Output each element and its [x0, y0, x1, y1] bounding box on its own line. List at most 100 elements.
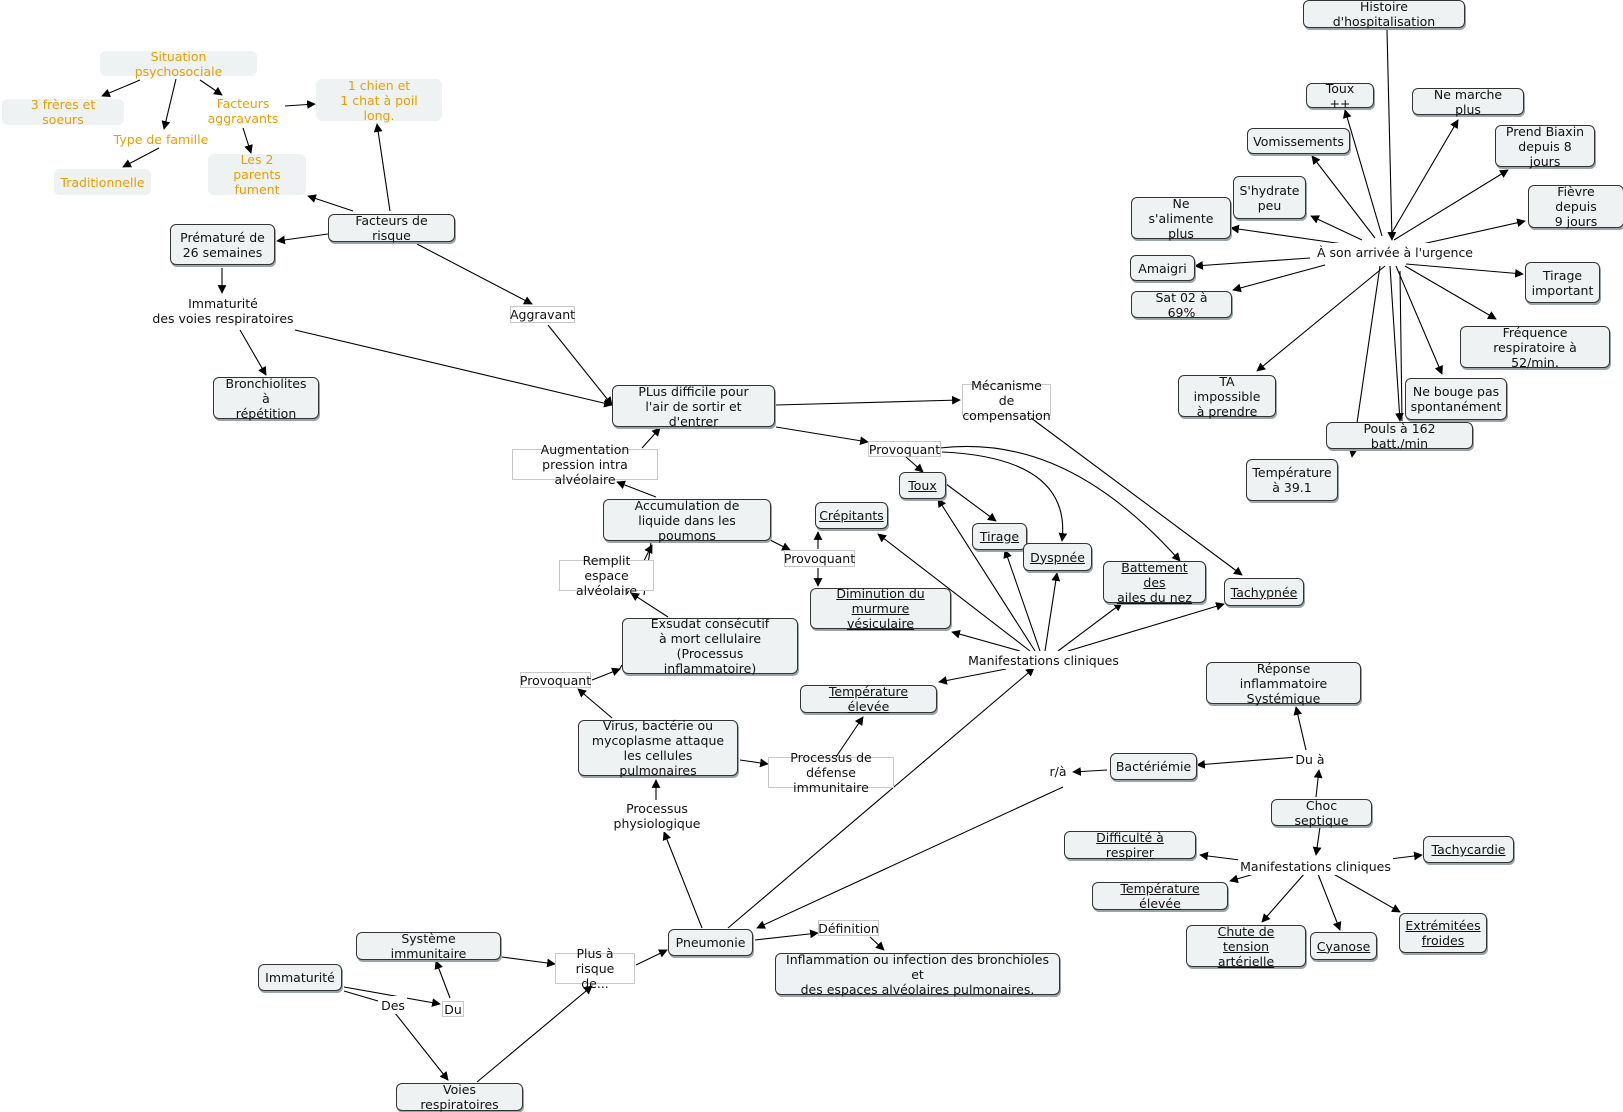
node-ne-marche-plus[interactable]: Ne marche plus: [1412, 87, 1524, 117]
node-pouls[interactable]: Pouls à 162 batt./min: [1326, 421, 1473, 451]
node-amaigri[interactable]: Amaigri: [1130, 255, 1195, 281]
node-des[interactable]: Des: [379, 996, 407, 1014]
node-manifestations-cliniques-2[interactable]: Manifestations cliniques: [1238, 857, 1393, 875]
node-aggravant[interactable]: Aggravant: [509, 306, 576, 323]
node-ne-bouge-pas[interactable]: Ne bouge pas spontanément: [1405, 378, 1507, 420]
node-accumulation-liquide[interactable]: Accumulation de liquide dans les poumons: [603, 498, 771, 543]
node-temperature-elevee-1[interactable]: Température élevée: [800, 684, 937, 714]
node-tachycardie[interactable]: Tachycardie: [1423, 836, 1514, 863]
node-arrivee-urgence[interactable]: À son arrivée à l'urgence: [1310, 243, 1480, 261]
connector-line: [1399, 270, 1403, 422]
node-definition[interactable]: Définition: [818, 920, 879, 936]
node-situation-psychosociale[interactable]: Situation psychosociale: [100, 49, 257, 79]
connector-line: [547, 324, 613, 406]
node-choc-septique[interactable]: Choc septique: [1271, 798, 1372, 828]
node-freres-soeurs[interactable]: 3 frères et soeurs: [2, 97, 124, 127]
connector-line: [161, 78, 177, 130]
node-cyanose[interactable]: Cyanose: [1310, 932, 1377, 960]
node-diminution-murmure[interactable]: Diminution du murmure vésiculaire: [810, 586, 951, 631]
node-virus-bacterie[interactable]: Virus, bactérie ou mycoplasme attaque le…: [578, 718, 738, 778]
node-prend-biaxin[interactable]: Prend Biaxin depuis 8 jours: [1495, 124, 1595, 169]
connector-line: [739, 758, 769, 768]
node-plus-a-risque[interactable]: Plus à risque de...: [555, 946, 635, 991]
node-reponse-inflammatoire[interactable]: Réponse inflammatoire Systémique: [1206, 661, 1361, 706]
node-facteurs-risque[interactable]: Facteurs de risque: [328, 213, 455, 243]
connector-line: [1057, 602, 1123, 652]
connector-line: [577, 688, 613, 719]
node-chute-tension[interactable]: Chute de tension artérielle: [1186, 924, 1306, 969]
node-frequence-respiratoire[interactable]: Fréquence respiratoire à 52/min.: [1460, 325, 1610, 370]
node-processus-defense[interactable]: Processus de défense immunitaire: [768, 750, 894, 795]
node-manifestations-cliniques-1[interactable]: Manifestations cliniques: [966, 651, 1121, 669]
node-du[interactable]: Du: [442, 1001, 464, 1017]
node-histoire-hospitalisation[interactable]: Histoire d'hospitalisation: [1303, 0, 1465, 29]
node-dyspnee[interactable]: Dyspnée: [1023, 543, 1092, 571]
node-remplit-espace[interactable]: Remplit espace alvéolaire: [559, 553, 654, 598]
node-systeme-immunitaire[interactable]: Système immunitaire: [356, 931, 501, 961]
connector-line: [877, 533, 1031, 652]
node-bacteriemie[interactable]: Bactériémie: [1110, 753, 1197, 780]
connector-line: [1313, 769, 1323, 798]
node-provoquant-1[interactable]: Provoquant: [868, 441, 941, 457]
node-premature[interactable]: Prématuré de 26 semaines: [170, 224, 275, 265]
node-hydrate-peu[interactable]: S'hydrate peu: [1233, 176, 1306, 219]
node-traditionnelle[interactable]: Traditionnelle: [54, 169, 151, 195]
connector-line: [199, 79, 223, 96]
node-type-famille[interactable]: Type de famille: [113, 131, 209, 147]
node-ta-impossible[interactable]: TA impossible à prendre: [1178, 374, 1276, 419]
node-battement-ailes[interactable]: Battement des ailes du nez: [1103, 560, 1206, 605]
node-temperature-39[interactable]: Température à 39.1: [1246, 459, 1338, 501]
node-du-a[interactable]: Du à: [1293, 750, 1327, 768]
node-tirage-important[interactable]: Tirage important: [1525, 262, 1600, 303]
node-pneumonie[interactable]: Pneumonie: [668, 929, 753, 956]
node-ne-alimente-plus[interactable]: Ne s'alimente plus: [1131, 196, 1231, 241]
node-exsudat[interactable]: Exsudat consécutif à mort cellulaire (Pr…: [622, 616, 798, 676]
connector-line: [662, 831, 703, 929]
connector-line: [1030, 417, 1243, 576]
node-immaturite-voies[interactable]: Immaturité des voies respiratoires: [148, 295, 298, 327]
connector-line: [937, 477, 997, 522]
connector-line: [1386, 29, 1397, 241]
connector-line: [294, 329, 613, 408]
connector-line: [1389, 851, 1423, 861]
node-bronchiolites[interactable]: Bronchiolites à répétition: [213, 376, 319, 421]
node-parents-fument[interactable]: Les 2 parents fument: [208, 152, 306, 197]
node-provoquant-2[interactable]: Provoquant: [783, 550, 856, 567]
connector-line: [1389, 119, 1459, 237]
connector-line: [756, 786, 1064, 929]
node-mecanisme-compensation[interactable]: Mécanisme de compensation: [962, 377, 1051, 423]
node-facteurs-aggravants[interactable]: Facteurs aggravants: [207, 96, 279, 126]
connector-line: [1256, 265, 1386, 372]
connector-line: [307, 194, 354, 212]
connector-line: [1343, 109, 1383, 237]
connector-line: [1393, 169, 1509, 241]
node-immaturite[interactable]: Immaturité: [258, 964, 342, 991]
node-inflammation-definition[interactable]: Inflammation ou infection des bronchiole…: [775, 952, 1060, 997]
node-vomissements[interactable]: Vomissements: [1247, 128, 1350, 154]
node-toux-plus[interactable]: Toux ++: [1306, 81, 1374, 111]
node-provoquant-3[interactable]: Provoquant: [519, 672, 592, 688]
node-extremitees-froides[interactable]: Extrémitées froides: [1399, 913, 1487, 953]
node-plus-difficile[interactable]: PLus difficile pour l'air de sortir et d…: [612, 384, 775, 429]
connector-line: [1405, 263, 1524, 278]
node-crepitants[interactable]: Crépitants: [815, 502, 888, 529]
node-processus-physiologique[interactable]: Processus physiologique: [607, 800, 707, 832]
node-sat-02[interactable]: Sat 02 à 69%: [1131, 290, 1232, 320]
connector-line: [869, 936, 885, 951]
node-voies-respiratoires[interactable]: Voies respiratoires: [396, 1082, 523, 1112]
node-toux[interactable]: Toux: [899, 472, 946, 499]
node-temperature-elevee-2[interactable]: Température élevée: [1092, 881, 1228, 911]
connector-line: [905, 456, 924, 473]
node-ra[interactable]: r/à: [1046, 762, 1070, 780]
node-difficulte-respirer[interactable]: Difficulté à respirer: [1064, 830, 1196, 860]
node-chien-chat[interactable]: 1 chien et 1 chat à poil long.: [316, 78, 442, 123]
node-fievre-9-jours[interactable]: Fièvre depuis 9 jours: [1528, 184, 1623, 229]
node-tachypnee[interactable]: Tachypnée: [1224, 578, 1304, 606]
node-tirage[interactable]: Tirage: [972, 523, 1027, 550]
node-augmentation-pression[interactable]: Augmentation pression intra alvéolaire: [512, 442, 658, 487]
connector-line: [276, 233, 329, 245]
connector-line: [1312, 826, 1322, 856]
connector-line: [1404, 265, 1497, 320]
connector-line: [416, 243, 533, 305]
